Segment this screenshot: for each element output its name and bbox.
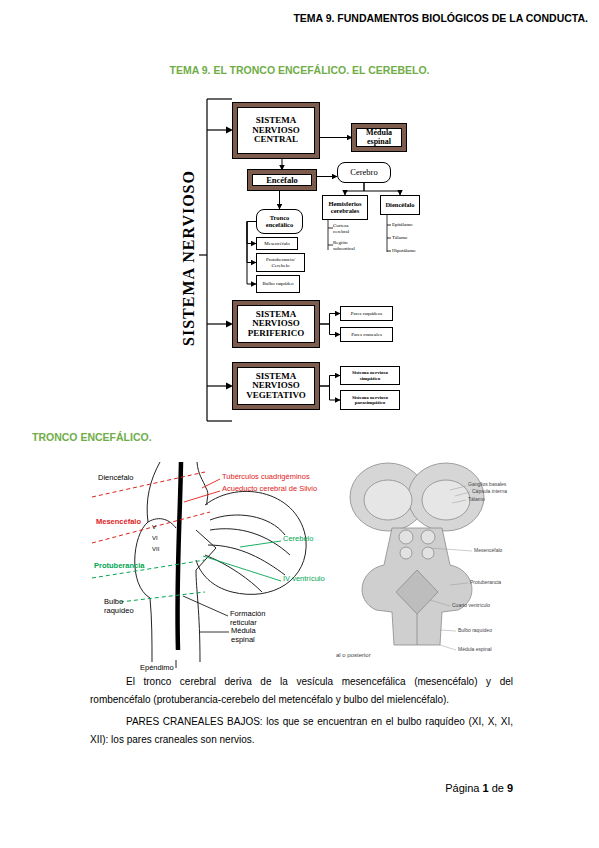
- ventricular-canal: [177, 462, 181, 650]
- connector-arrow: [282, 158, 283, 170]
- photo-label: Cuarto ventrículo: [452, 603, 490, 609]
- node-text: Encéfalo: [266, 176, 298, 185]
- green-leaders: [203, 541, 281, 581]
- page-number: de: [492, 782, 504, 794]
- connector-arrow: [364, 183, 400, 195]
- system-box: SISTEMA NERVIOSO PERIFERICO: [233, 301, 319, 347]
- photo-label: Ganglios basales: [468, 482, 506, 488]
- small-box: Mesencéfalo: [256, 237, 298, 250]
- node-text: Sistema nervioso parasimpático: [342, 395, 398, 406]
- page-number: 1: [483, 782, 489, 794]
- photo-label: Protuberancia: [470, 580, 501, 586]
- page-number: Página: [445, 782, 479, 794]
- node-text: Pares craneales: [351, 332, 382, 337]
- connector-arrow: [319, 386, 340, 400]
- small-box: Sistema nervioso parasimpático: [340, 390, 400, 410]
- connector-arrow: [319, 314, 340, 325]
- part-label: Cerebelo: [283, 535, 313, 544]
- page-header: TEMA 9. FUNDAMENTOS BIOLÓGICOS DE LA CON…: [293, 12, 588, 24]
- photo-label: Bulbo raquídeo: [458, 628, 492, 634]
- roman-numeral: VI: [152, 535, 158, 542]
- photo-label: Tálamo: [468, 497, 485, 503]
- connector-arrow: [247, 222, 256, 285]
- part-label: Médula espinal: [231, 627, 271, 644]
- rounded-box: Tronco encefálico: [256, 209, 303, 234]
- node-text: Sistema nervioso simpático: [342, 370, 398, 381]
- roman-numeral: VII: [152, 546, 159, 553]
- part-label: Epéndimo: [140, 664, 174, 673]
- part-label: Tubérculos cuadrigéminos: [222, 473, 310, 482]
- small-box: Bulbo raquídeo: [256, 275, 300, 293]
- part-box: Hemisferios cerebrales: [322, 195, 368, 220]
- sub-item: Corteza cerebral: [333, 223, 361, 235]
- paragraph: PARES CRANEALES BAJOS: los que se encuen…: [90, 713, 513, 749]
- node-text: Mesencéfalo: [264, 241, 290, 246]
- photo-label: Médula espinal: [458, 647, 492, 653]
- node-text: Tronco encefálico: [258, 215, 301, 229]
- part-box: Encéfalo: [248, 170, 316, 190]
- sub-item: Región subcortical: [333, 240, 363, 252]
- rounded-box: Cerebro: [337, 162, 391, 183]
- node-text: SISTEMA NERVIOSO CENTRAL: [238, 116, 314, 144]
- node-text: Hemisferios cerebrales: [324, 201, 366, 215]
- connector-arrow: [319, 324, 340, 335]
- pons-boundaries: [92, 560, 205, 602]
- connector-arrow: [345, 183, 364, 195]
- photo-label: Cápsula interna: [472, 489, 507, 495]
- node-text: SISTEMA NERVIOSO VEGETATIVO: [238, 372, 314, 400]
- sub-item: Tálamo: [392, 235, 407, 241]
- connector-arrow: [316, 176, 337, 177]
- photo-label: Mesencéfalo: [474, 548, 502, 554]
- connector-arrow: [247, 222, 256, 263]
- small-box: Pares craneales: [340, 327, 393, 342]
- part-label: IV ventrículo: [283, 575, 325, 584]
- bracket-arrowheads: [226, 127, 233, 390]
- page-title: TEMA 9. EL TRONCO ENCEFÁLICO. EL CEREBEL…: [0, 64, 599, 76]
- section-heading: TRONCO ENCEFÁLICO.: [32, 431, 152, 443]
- part-label: Bulbo raquídeo: [104, 598, 144, 615]
- small-box: Sistema nervioso simpático: [340, 366, 400, 385]
- sub-item: Hipotálamo: [392, 248, 416, 254]
- system-box: SISTEMA NERVIOSO CENTRAL: [233, 103, 319, 158]
- node-text: Cerebro: [350, 168, 377, 177]
- mesencephalon-boundaries: [92, 472, 210, 543]
- photo-caption: al o posterior: [336, 652, 371, 659]
- node-text: SISTEMA NERVIOSO PERIFERICO: [238, 310, 314, 338]
- brainstem-dorsal-photo: [350, 463, 484, 645]
- node-text: Protuberancia/ Cerebelo: [258, 257, 303, 268]
- node-text: Pares raquídeos: [351, 311, 383, 316]
- page-number: 9: [507, 782, 513, 794]
- vertical-heading: SISTEMA NERVIOSO: [180, 170, 198, 346]
- part-label: Formación reticular: [230, 610, 278, 627]
- sub-item: Epitálamo: [392, 222, 413, 228]
- sub-brackets: [328, 215, 391, 252]
- part-box: Diencéfalo: [380, 195, 420, 215]
- system-box: SISTEMA NERVIOSO VEGETATIVO: [233, 363, 319, 409]
- connector-arrow: [247, 222, 256, 244]
- connector-arrow: [319, 376, 340, 387]
- paragraph: El tronco cerebral deriva de la vesícula…: [90, 673, 513, 709]
- node-text: Diencéfalo: [385, 202, 414, 209]
- nervous-system-bracket: [199, 99, 232, 421]
- connector-arrow: [319, 137, 352, 138]
- node-text: Médula espinal: [357, 129, 401, 146]
- page-footer: Página 1de9: [445, 782, 513, 794]
- red-leaders: [184, 479, 220, 502]
- node-text: Bulbo raquídeo: [263, 281, 294, 286]
- connector-arrow: [279, 190, 280, 209]
- roman-numeral: V: [152, 524, 156, 531]
- part-label: Mesencéfalo: [96, 518, 141, 527]
- part-label: Protuberancia: [94, 562, 144, 571]
- photo-leaders: [430, 486, 472, 650]
- small-box: Pares raquídeos: [340, 306, 393, 321]
- part-label: Diencéfalo: [98, 474, 133, 483]
- black-leaders: [183, 596, 229, 632]
- part-label: Acueducto cerebral de Silvio: [222, 485, 317, 494]
- small-box: Protuberancia/ Cerebelo: [256, 253, 305, 272]
- part-box: Médula espinal: [352, 124, 406, 151]
